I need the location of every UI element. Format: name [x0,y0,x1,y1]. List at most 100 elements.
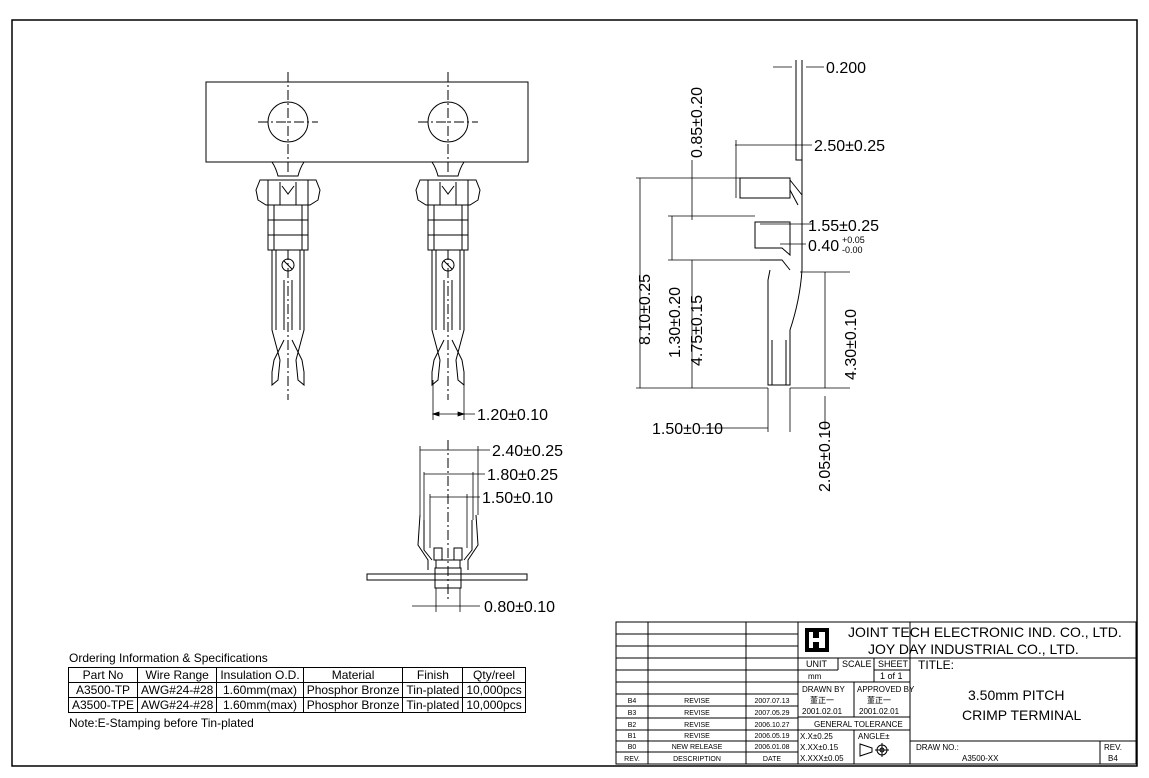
revision-rev: B3 [628,710,637,717]
ordering-header-cell: Material [302,667,404,683]
ordering-header-cell: Finish [402,667,464,683]
revision-rev: B2 [628,722,637,729]
side-view-dims [636,60,850,432]
revision-date: 2007.07.13 [754,698,789,705]
draw-no-label: DRAW NO.: [916,743,959,752]
company-name-line1: JOINT TECH ELECTRONIC IND. CO., LTD. [848,624,1122,640]
dim-slot-width-label: 0.40 [808,238,839,255]
approved-by-name: 董正一 [867,695,891,705]
approved-by-label: APPROVED BY [857,685,915,694]
dim-slot-tol-plus: +0.05 [842,235,865,245]
dim-lance-offset-label: 2.05±0.10 [817,421,834,492]
dim-tip-length-label: 0.85±0.20 [689,87,706,158]
angle-label: ANGLE± [858,732,890,741]
table-cell: AWG#24-#28 [137,682,218,698]
unit-label: UNIT [806,659,827,669]
table-cell: Tin-plated [402,697,464,713]
table-cell: 10,000pcs [462,682,526,698]
dim-lance-width-label: 1.50±0.10 [652,421,723,438]
dim-body-width-label: 2.50±0.25 [814,138,885,155]
dim-barrel-widths [412,446,490,612]
dim-step-height-label: 1.55±0.25 [808,218,879,235]
dim-contact-length-label: 4.30±0.10 [843,309,860,380]
end-view [366,440,528,600]
drawn-by-label: DRAWN BY [802,685,845,694]
title-label: TITLE: [918,658,954,672]
dim-slot-tol-minus: -0.00 [842,245,863,255]
side-view [739,60,803,386]
carrier-strip [205,81,529,163]
dim-total-length-label: 8.10±0.25 [637,274,654,345]
dim-barrel-mid-label: 1.80±0.25 [487,467,558,484]
drawn-by-name: 董正一 [810,695,834,705]
dim-barrel-outer-label: 2.40±0.25 [492,443,563,460]
dim-insul-crimp-label: 1.30±0.20 [667,287,684,358]
dim-barrel-inner-label: 1.50±0.10 [482,490,553,507]
revision-rev: B4 [628,698,637,705]
dim-tip-width [431,380,475,420]
title-line1: 3.50mm PITCH [968,687,1064,703]
revision-date: 2006.05.19 [754,733,789,740]
sheet-border [11,19,1138,767]
company-logo [805,628,829,652]
table-cell: Tin-plated [402,682,464,698]
dim-thickness-label: 0.200 [826,60,866,77]
revision-desc: NEW RELEASE [672,744,723,751]
front-view [205,72,529,175]
ordering-note: Note:E-Stamping before Tin-plated [69,716,254,730]
pilot-hole-right [418,72,478,175]
pilot-hole-left [258,72,318,175]
rev-label: REV. [1104,743,1122,752]
title-line2: CRIMP TERMINAL [962,707,1081,723]
dim-tip-width-label: 1.20±0.10 [477,407,548,424]
dim-carrier-cut-label: 0.80±0.10 [484,599,555,616]
terminal-left [255,161,321,400]
revision-desc-header: DESCRIPTION [673,756,721,763]
revision-date-header: DATE [763,756,781,763]
title-block [615,621,1137,765]
sheet-label: SHEET [878,659,909,669]
ordering-header-cell: Qty/reel [462,667,526,683]
revision-desc: REVISE [684,733,710,740]
tol-3: X.XXX±0.05 [800,754,844,763]
scale-label: SCALE [842,659,872,669]
revision-rev-header: REV. [624,756,640,763]
ordering-header-cell: Wire Range [137,667,218,683]
tol-1: X.X±0.25 [800,732,833,741]
drawn-by-date: 2001.02.01 [802,707,843,716]
projection-icon [859,743,889,757]
table-cell: 1.60mm(max) [216,697,304,713]
rev-value: B4 [1108,754,1118,763]
table-cell: Phosphor Bronze [302,682,404,698]
table-cell: 1.60mm(max) [216,682,304,698]
table-cell: A3500-TPE [67,697,139,713]
draw-no-value: A3500-XX [962,754,999,763]
approved-by-date: 2001.02.01 [859,707,900,716]
dim-wire-crimp-label: 4.75±0.15 [689,295,706,366]
revision-date: 2007.05.29 [754,710,789,717]
table-cell: 10,000pcs [462,697,526,713]
company-name-line2: JOY DAY INDUSTRIAL CO., LTD. [868,641,1079,657]
revision-date: 2006.01.08 [754,744,789,751]
tol-2: X.XX±0.15 [800,743,839,752]
table-cell: AWG#24-#28 [137,697,218,713]
revision-desc: REVISE [684,710,710,717]
unit-value: mm [808,672,822,681]
sheet-value: 1 of 1 [880,671,903,681]
table-cell: Phosphor Bronze [302,697,404,713]
revision-desc: REVISE [684,698,710,705]
ordering-header-cell: Part No [67,667,139,683]
terminal-right [415,161,481,400]
tolerance-label: GENERAL TOLERANCE [814,720,903,729]
revision-rev: B0 [628,744,637,751]
ordering-title: Ordering Information & Specifications [69,651,268,665]
revision-rev: B1 [628,733,637,740]
revision-desc: REVISE [684,722,710,729]
revision-date: 2006.10.27 [754,722,789,729]
ordering-header-cell: Insulation O.D. [216,667,304,683]
